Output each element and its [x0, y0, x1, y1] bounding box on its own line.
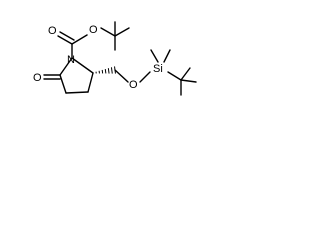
ether-oxygen-label: O — [129, 79, 138, 91]
silyl-ether-chain — [114, 49, 197, 96]
si-to-tbu-bond — [167, 71, 182, 81]
hashed-wedge-stroke — [110, 67, 113, 74]
si-methyl-up-left-bond — [150, 49, 159, 63]
ring-c4-to-c3-bond — [65, 91, 89, 94]
silicon-label: Si — [153, 63, 163, 75]
si-methyl-up-right-bond — [163, 49, 171, 63]
tbu-methyl-right-bond — [114, 27, 130, 37]
carbonyl-oxygen-label: O — [48, 25, 57, 37]
carbamate-c-o-double-bond-b — [59, 31, 75, 41]
hashed-wedge-stroke — [104, 69, 107, 74]
ch2-to-ether-o-bond — [114, 69, 129, 83]
pyrrolidinone-ring — [43, 57, 94, 94]
ester-o-to-tbu-bond — [100, 27, 116, 37]
ring-c2-to-n-bond — [71, 57, 94, 74]
si-tbu-methyl-up-bond — [180, 67, 191, 81]
hashed-wedge-stroke — [107, 68, 110, 74]
hashed-wedge-bond — [92, 66, 116, 74]
ring-c5-to-c4-bond — [59, 74, 67, 94]
ring-nitrogen-label: N — [67, 54, 75, 66]
molecule-structure-diagram: O O N O O Si — [33, 21, 197, 96]
atom-labels: O O N O O Si — [33, 24, 163, 91]
boc-group — [57, 21, 130, 59]
carbamate-c-o-double-bond-a — [57, 35, 73, 45]
ring-c3-to-c2-bond — [87, 72, 94, 93]
carbamate-c-to-ester-o-bond — [71, 34, 88, 45]
ether-o-to-si-bond — [139, 71, 151, 83]
ring-n-to-c5-bond — [59, 57, 73, 76]
lactam-oxygen-label: O — [33, 72, 42, 84]
ester-oxygen-label: O — [89, 24, 98, 36]
si-tbu-methyl-right-bond — [180, 79, 197, 83]
